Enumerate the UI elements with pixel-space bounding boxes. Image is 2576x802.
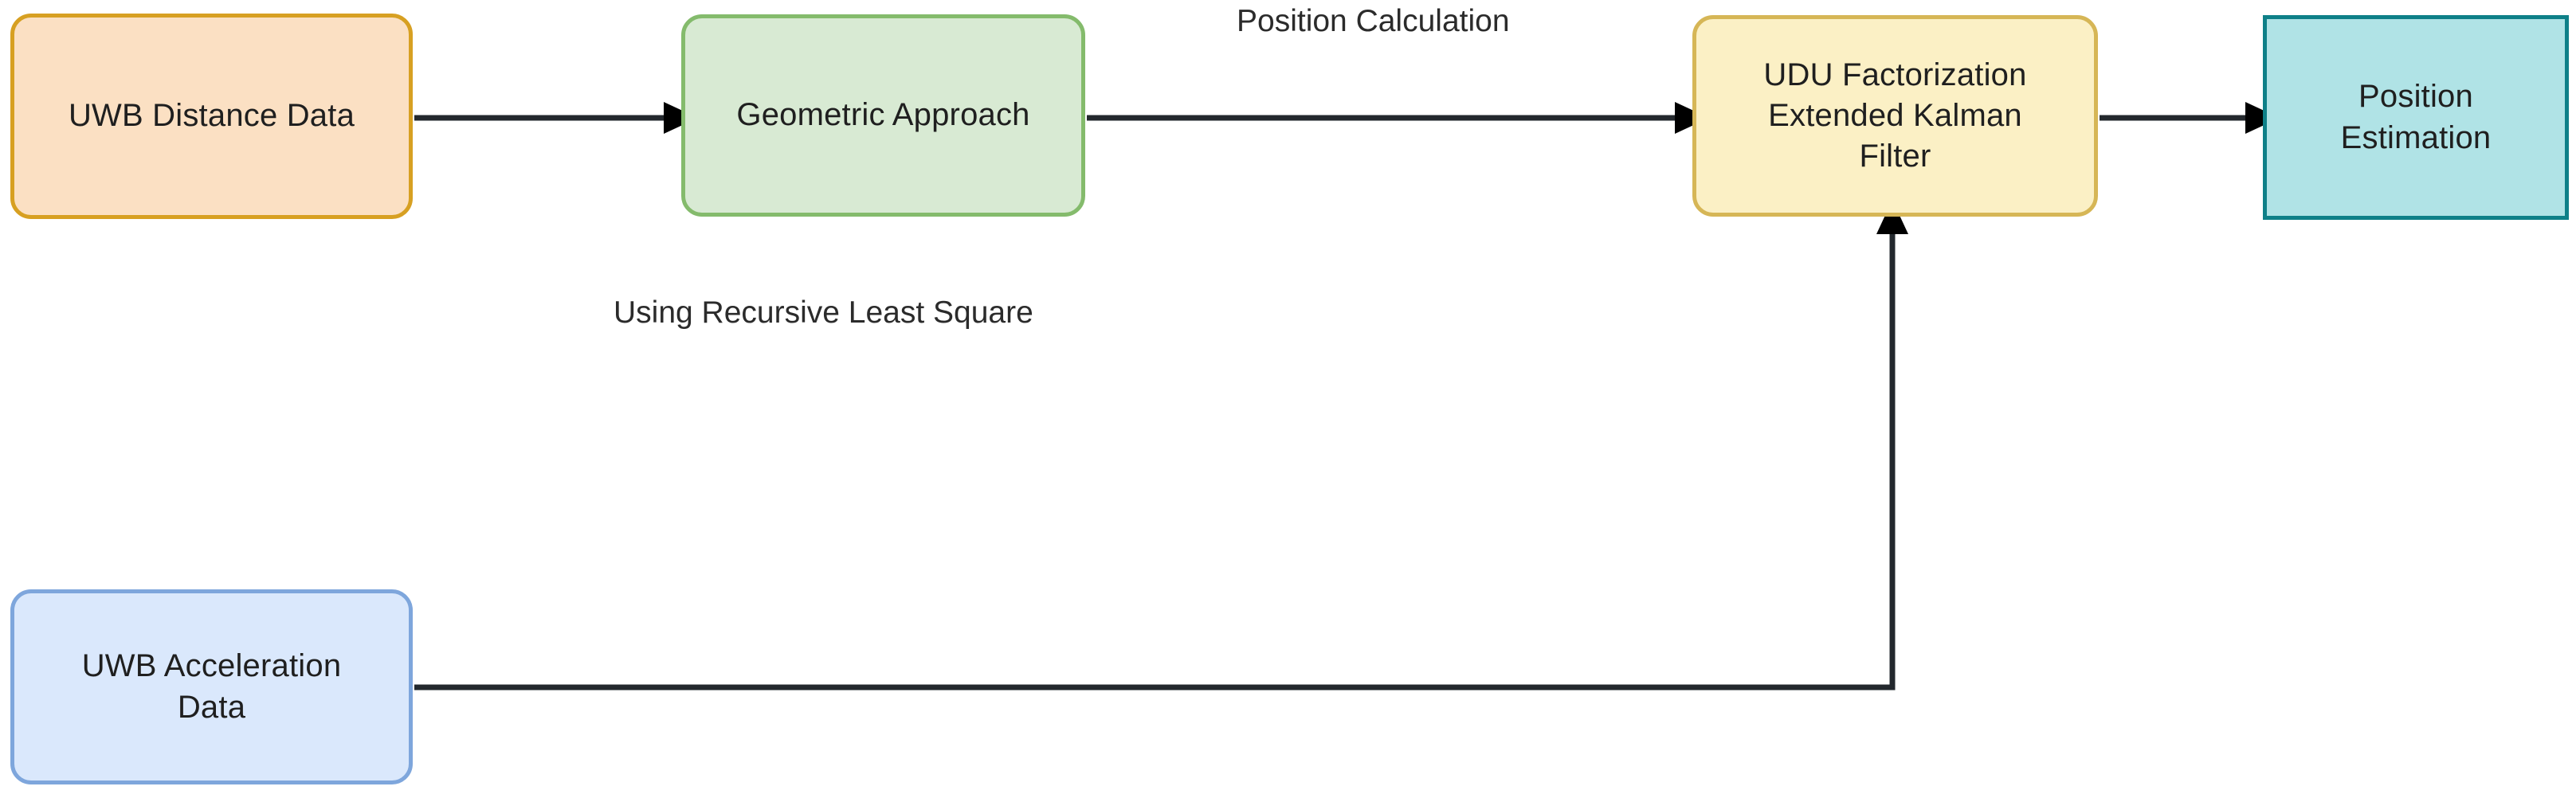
node-geometric-approach[interactable]: Geometric Approach	[681, 14, 1085, 217]
node-udu-factorization-extended-kalman-filter[interactable]: UDU Factorization Extended Kalman Filter	[1692, 15, 2098, 217]
node-uwb-acceleration-data[interactable]: UWB Acceleration Data	[10, 589, 413, 784]
edge-acceleration-to-kalman	[414, 200, 1908, 691]
edge-label-position-calculation: Position Calculation	[1237, 4, 1510, 38]
edge-geometric-to-kalman	[1087, 102, 1709, 134]
node-position-estimation[interactable]: Position Estimation	[2263, 15, 2569, 220]
node-uwb-distance-data[interactable]: UWB Distance Data	[10, 14, 413, 219]
edge-label-using-recursive-least-square: Using Recursive Least Square	[614, 295, 1033, 330]
edge-kalman-to-position	[2100, 102, 2280, 134]
edge-distance-to-geometric	[414, 102, 698, 134]
